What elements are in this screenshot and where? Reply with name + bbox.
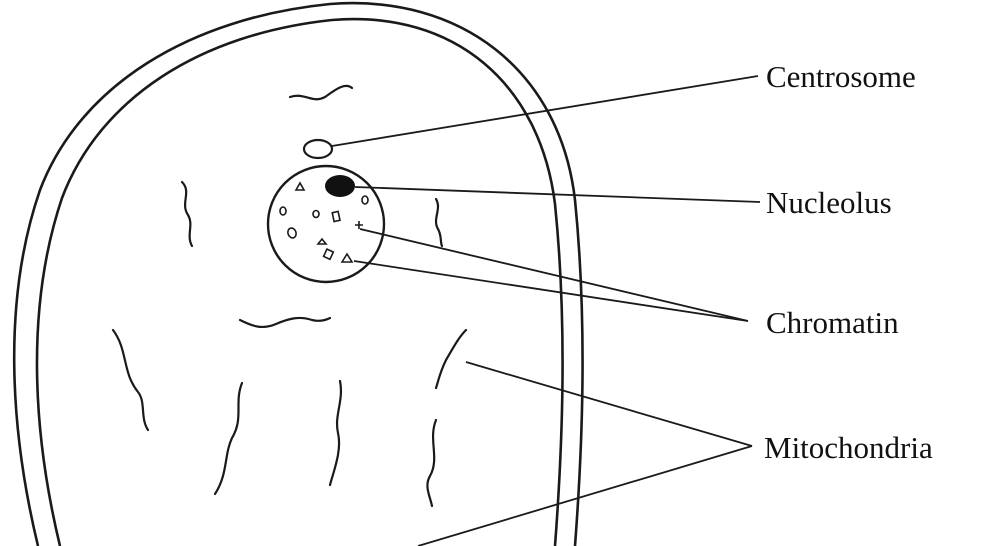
mitochondria-leader-upper bbox=[466, 362, 752, 446]
centrosome bbox=[304, 140, 332, 158]
nucleolus-leader bbox=[355, 187, 760, 202]
chromatin-granules bbox=[280, 183, 368, 262]
chromatin-leader-lower bbox=[354, 261, 748, 321]
cell-membrane-inner bbox=[37, 19, 563, 546]
mitochondria-group bbox=[113, 86, 466, 506]
centrosome-leader bbox=[332, 76, 758, 146]
mitochondria-leader-lower bbox=[418, 446, 752, 546]
nucleolus bbox=[325, 175, 355, 197]
chromatin-leader-upper bbox=[360, 229, 748, 321]
chromatin-label: Chromatin bbox=[766, 305, 899, 340]
mitochondria-label: Mitochondria bbox=[764, 430, 933, 465]
nucleolus-label: Nucleolus bbox=[766, 185, 892, 220]
centrosome-label: Centrosome bbox=[766, 59, 916, 94]
